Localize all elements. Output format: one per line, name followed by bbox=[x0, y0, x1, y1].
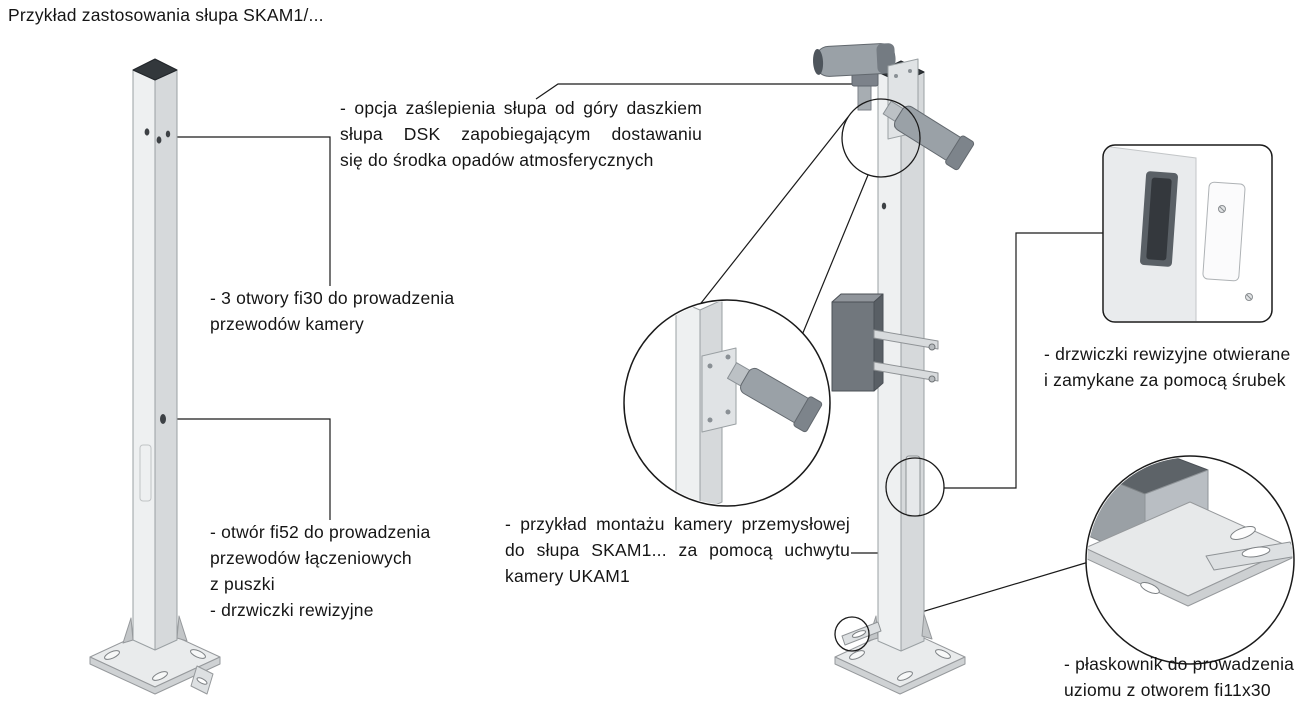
annotation-hole-fi52: - otwór fi52 do prowadzenia przewodów łą… bbox=[210, 522, 431, 620]
left-pole-front-face bbox=[132, 69, 156, 651]
highlight-circles bbox=[834, 98, 945, 652]
junction-box bbox=[831, 293, 884, 392]
leader-holes-fi30 bbox=[172, 136, 331, 286]
leader-revision-door bbox=[944, 232, 1104, 489]
clamp-brackets bbox=[873, 329, 939, 383]
annotation-camera-mount: - przykład montażu kamery przemysłowej d… bbox=[505, 514, 850, 586]
baseplate-detail-circle bbox=[1085, 455, 1295, 665]
door-plate bbox=[1202, 181, 1246, 282]
detail-bracket-plate bbox=[701, 347, 737, 433]
left-pole-top-cap bbox=[132, 58, 178, 81]
detail-cone-line-1 bbox=[693, 116, 849, 313]
camera-detail-circle bbox=[623, 299, 831, 507]
annotation-flat-bar: - płaskownik do prowadzenia uziomu z otw… bbox=[1064, 654, 1295, 700]
flatbar-highlight-circle bbox=[834, 616, 870, 652]
left-revision-door bbox=[139, 444, 152, 502]
hole-fi52 bbox=[160, 414, 166, 424]
right-pole-drawing bbox=[813, 43, 975, 695]
top-camera-post bbox=[857, 83, 872, 111]
door-detail-box bbox=[1102, 144, 1273, 323]
detail-cone-line-2 bbox=[799, 174, 869, 341]
door-highlight-circle bbox=[885, 457, 945, 517]
plate-slot-hole bbox=[1230, 526, 1256, 540]
leader-hole-fi52 bbox=[170, 418, 331, 520]
flat-bar-slot-fi11x30 bbox=[1241, 546, 1271, 558]
holes-fi30 bbox=[144, 128, 171, 144]
left-pole-drawing bbox=[89, 58, 221, 695]
right-revision-door bbox=[905, 455, 921, 517]
grounding-flat-bar bbox=[841, 621, 882, 646]
page-title: Przykład zastosowania słupa SKAM1/... bbox=[8, 5, 324, 25]
camera-highlight-circle bbox=[841, 98, 921, 178]
annotation-dsk-cap: - opcja zaślepienia słupa od góry daszki… bbox=[340, 98, 702, 170]
top-camera bbox=[813, 43, 896, 77]
side-camera bbox=[882, 100, 975, 171]
detail-camera bbox=[727, 362, 823, 433]
right-pole-side-face bbox=[900, 71, 925, 652]
left-pole-side-face bbox=[154, 69, 178, 651]
annotation-holes-fi30: - 3 otwory fi30 do prowadzenia przewodów… bbox=[210, 288, 455, 334]
leader-dsk-cap bbox=[535, 83, 886, 100]
left-base-plate bbox=[89, 626, 221, 695]
annotation-revision-door: - drzwiczki rewizyjne otwierane i zamyka… bbox=[1044, 344, 1291, 390]
